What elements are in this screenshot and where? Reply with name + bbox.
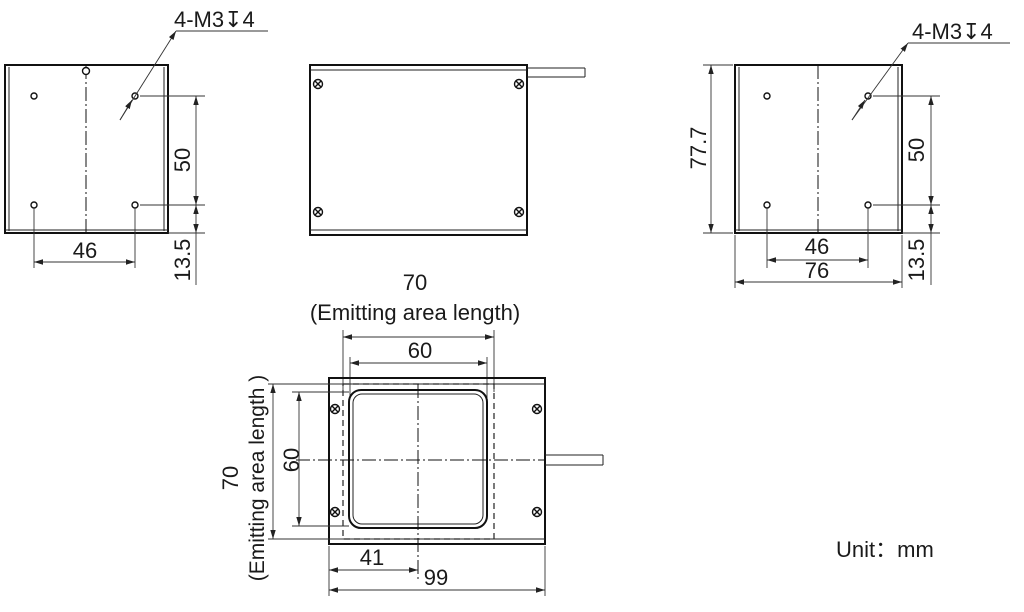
screw-icon — [531, 403, 543, 415]
right-side-view: 4-M3↧4 77.7 50 13.5 46 76 — [686, 19, 1010, 288]
dim-label: 99 — [424, 565, 448, 590]
front-view — [309, 64, 586, 236]
thread-callout-label: 4-M3↧4 — [174, 7, 255, 32]
front-view-body — [309, 64, 528, 236]
unit-label: Unit：mm — [836, 537, 934, 562]
cable — [527, 67, 586, 78]
dim-label: 77.7 — [686, 127, 711, 170]
mount-hole — [864, 92, 872, 100]
dim-label: (Emitting area length ) — [246, 375, 269, 582]
dim-label: 46 — [805, 234, 829, 259]
screw-icon — [513, 78, 525, 90]
screw-icon — [312, 78, 324, 90]
dim-label: 13.5 — [904, 239, 929, 282]
dim-label: 50 — [170, 148, 195, 172]
mount-hole — [864, 201, 872, 209]
screw-icon — [329, 506, 341, 518]
screw-icon — [312, 206, 324, 218]
dim-label: 60 — [408, 338, 432, 363]
emitting-face-body — [328, 377, 546, 545]
mount-hole — [763, 92, 771, 100]
dim-label: 60 — [279, 448, 304, 472]
mount-hole — [131, 201, 139, 209]
screw-icon — [513, 206, 525, 218]
dim-label: 41 — [360, 545, 384, 570]
cable — [545, 454, 604, 466]
dim-label: 46 — [73, 238, 97, 263]
dim-label: 70 — [403, 270, 427, 295]
dim-label: 13.5 — [170, 239, 195, 282]
dim-label: 50 — [904, 138, 929, 162]
left-side-view: 4-M3↧4 50 13.5 46 — [4, 7, 268, 285]
mount-hole — [30, 201, 38, 209]
screw-icon — [329, 403, 341, 415]
dim-label: 70 — [218, 466, 243, 490]
mount-hole — [763, 201, 771, 209]
cable-port — [81, 66, 91, 76]
dim-label: (Emitting area length) — [310, 300, 520, 325]
thread-callout-label: 4-M3↧4 — [912, 19, 993, 44]
screw-icon — [531, 506, 543, 518]
dim-label: 76 — [805, 258, 829, 283]
mount-hole — [30, 92, 38, 100]
emitting-face-view: 70 (Emitting area length) 60 — [218, 270, 604, 596]
